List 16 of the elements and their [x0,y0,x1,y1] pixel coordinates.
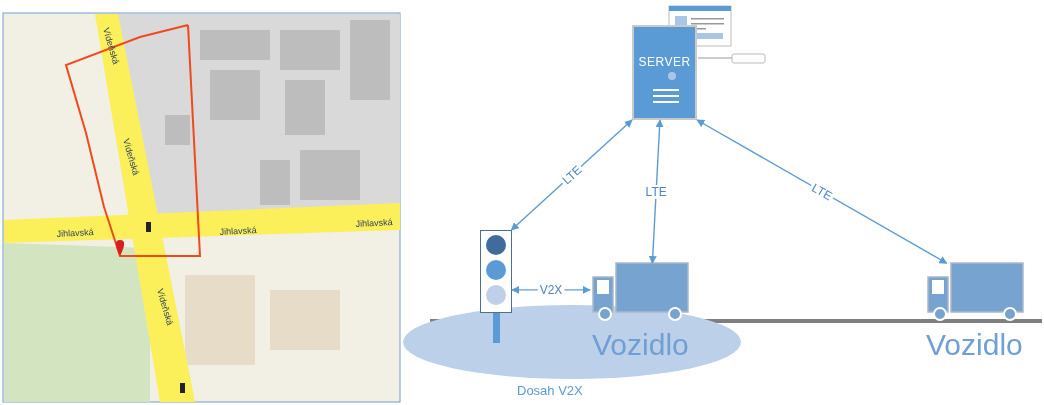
edge-label: V2X [537,282,565,297]
server-tower [632,25,697,120]
arrow [696,119,948,264]
range-label: Dosah V2X [517,383,583,398]
vehicle-label: Vozidlo [926,330,1023,360]
traffic-light-icon [480,230,512,343]
range-ellipse [402,304,742,398]
server-label: SERVER [638,55,691,69]
vehicle-label: Vozidlo [592,330,689,360]
street-name: Jihlavská [355,217,393,229]
street-name: Jihlavská [219,225,257,237]
arrow [648,119,664,265]
truck-icon [590,262,689,324]
edge-label: LTE [643,184,669,199]
truck-icon [925,262,1024,324]
street-name: Jihlavská [56,227,94,239]
